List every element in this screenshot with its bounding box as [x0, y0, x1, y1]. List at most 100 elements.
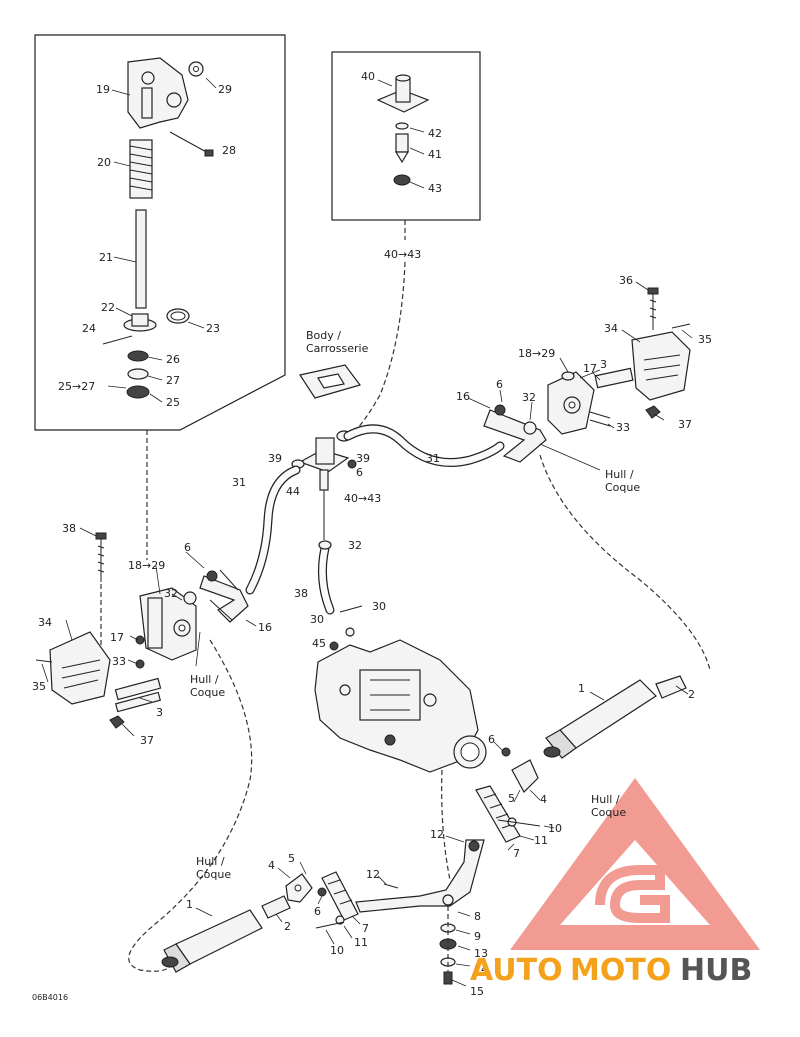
callout-6-center: 6	[356, 466, 363, 479]
callout-25: 25	[166, 396, 180, 409]
housing-right	[547, 371, 595, 435]
callout-3-right: 3	[600, 358, 607, 371]
callout-34-left: 34	[38, 616, 52, 629]
watermark-auto: AUTO	[470, 953, 563, 988]
label-hull-left-1: Hull /	[190, 673, 219, 686]
housing-left	[139, 587, 197, 661]
part-36-bolt	[647, 287, 659, 330]
callout-32-left: 32	[164, 587, 178, 600]
watermark-wordmark: AUTO MOTO HUB	[470, 953, 752, 988]
part-24-pin	[102, 335, 133, 345]
part-34-cover-right	[631, 331, 691, 401]
part-3-bracket-right	[594, 367, 634, 389]
part-42-oring	[395, 122, 409, 130]
callout-1-bottom: 1	[186, 898, 193, 911]
callout-7-engine: 7	[513, 847, 520, 860]
callout-6-right: 6	[496, 378, 503, 391]
callout-38-left: 38	[62, 522, 76, 535]
callout-40-43-top: 40→43	[384, 248, 421, 261]
engine-body	[314, 639, 487, 773]
cable-right-to-sleeve	[539, 454, 711, 671]
part-6-nut-engine	[501, 747, 511, 757]
part-10-bolt-engine	[497, 819, 541, 827]
watermark-g-glyph	[595, 865, 670, 923]
callout-43: 43	[428, 182, 442, 195]
central-fitting-40-43	[298, 437, 350, 491]
part-28-screw	[169, 131, 211, 155]
part-3-bracket-left	[114, 677, 162, 713]
callout-6-bottom: 6	[314, 905, 321, 918]
part-32-clamp-right	[523, 421, 537, 435]
inset-frame-left	[34, 34, 286, 431]
callout-10-bottom: 10	[330, 944, 344, 957]
label-hull-right-1: Hull /	[605, 468, 634, 481]
callout-40: 40	[361, 70, 375, 83]
callout-4-engine: 4	[540, 793, 547, 806]
part-43-filter	[393, 174, 411, 186]
callout-21: 21	[99, 251, 113, 264]
part-1-cable-sleeve-bottom	[161, 895, 291, 973]
callout-5-bottom: 5	[288, 852, 295, 865]
part-37-nut-right	[645, 405, 661, 419]
callout-10-engine: 10	[548, 822, 562, 835]
callout-42: 42	[428, 127, 442, 140]
watermark-moto: MOTO	[570, 953, 671, 988]
callout-22: 22	[101, 301, 115, 314]
inset-frame-middle	[331, 51, 481, 221]
cable-left-to-bottom	[128, 639, 253, 972]
part-38-bolt-left	[95, 532, 107, 582]
label-body-1: Body /	[306, 329, 341, 342]
callout-45: 45	[312, 637, 326, 650]
label-hull-engine-2: Coque	[591, 806, 626, 819]
callout-15: 15	[470, 985, 484, 998]
callout-2-right: 2	[688, 688, 695, 701]
callout-40-43-center: 40→43	[344, 492, 381, 505]
callout-11-engine: 11	[534, 834, 548, 847]
callout-32-right: 32	[522, 391, 536, 404]
callout-37-right: 37	[678, 418, 692, 431]
part-4-link-bottom	[285, 873, 313, 903]
callout-41: 41	[428, 148, 442, 161]
part-4-link-engine	[511, 759, 539, 793]
part-16-lever-right	[483, 404, 547, 463]
part-26-nut	[127, 350, 149, 362]
part-6-nut-center	[347, 459, 357, 469]
callout-39a: 39	[356, 452, 370, 465]
callout-18-29-left: 18→29	[128, 559, 165, 572]
callout-11-bottom: 11	[354, 936, 368, 949]
cable-engine-to-lever	[441, 769, 451, 881]
part-1-cable-sleeve-right	[543, 675, 687, 759]
callout-44: 44	[286, 485, 300, 498]
part-25-bearing	[126, 385, 150, 399]
callout-5-engine: 5	[508, 792, 515, 805]
callout-31-left: 31	[232, 476, 246, 489]
label-hull-left-2: Coque	[190, 686, 225, 699]
callout-35-left: 35	[32, 680, 46, 693]
callout-35-right: 35	[698, 333, 712, 346]
part-33-screws-right	[589, 411, 611, 419]
callout-4-bottom: 4	[268, 859, 275, 872]
part-7-spring-bottom	[321, 871, 359, 921]
part-35-screw-left	[35, 659, 53, 663]
callout-6-engine: 6	[488, 733, 495, 746]
callout-14: 14	[474, 963, 488, 976]
part-27-ring	[127, 368, 149, 380]
part-32-clamp-mid	[318, 540, 332, 550]
callout-33-left: 33	[112, 655, 126, 668]
callout-24: 24	[82, 322, 96, 335]
callout-39b: 39	[268, 452, 282, 465]
label-hull-bottom-2: Coque	[196, 868, 231, 881]
part-41-valve	[394, 133, 410, 164]
callout-1-right: 1	[578, 682, 585, 695]
part-40-fitting	[376, 74, 430, 113]
part-35-screw-right	[671, 323, 691, 329]
callout-32-mid: 32	[348, 539, 362, 552]
callout-30b: 30	[372, 600, 386, 613]
part-6-nut-bottom	[317, 887, 327, 897]
callout-17-left: 17	[110, 631, 124, 644]
callout-16-left: 16	[258, 621, 272, 634]
label-hull-right-2: Coque	[605, 481, 640, 494]
callout-3-left: 3	[156, 706, 163, 719]
